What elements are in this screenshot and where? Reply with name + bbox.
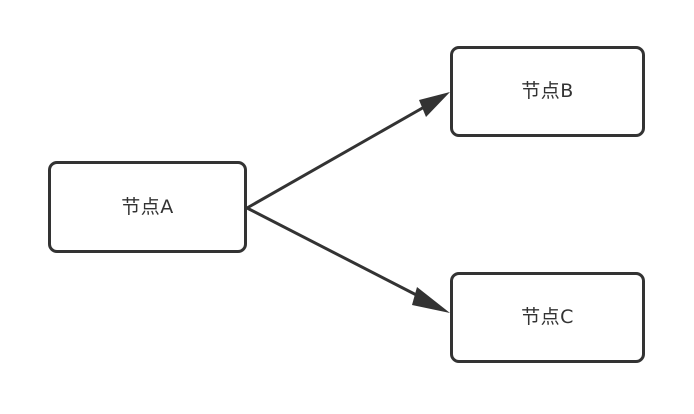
edge-a-to-b-arrowhead-icon xyxy=(419,92,450,117)
node-b-label: 节点B xyxy=(521,80,574,102)
node-b[interactable]: 节点B xyxy=(450,46,645,137)
node-c-label: 节点C xyxy=(521,306,574,328)
edge-a-to-b[interactable] xyxy=(246,92,450,210)
node-c[interactable]: 节点C xyxy=(450,272,645,363)
edge-a-to-c-arrowhead-icon xyxy=(412,287,450,313)
edge-a-to-c-line xyxy=(246,206,433,305)
node-a-label: 节点A xyxy=(121,195,174,218)
edge-a-to-b-line xyxy=(246,100,434,210)
node-a[interactable]: 节点A xyxy=(48,161,247,253)
edge-a-to-c[interactable] xyxy=(246,206,450,313)
